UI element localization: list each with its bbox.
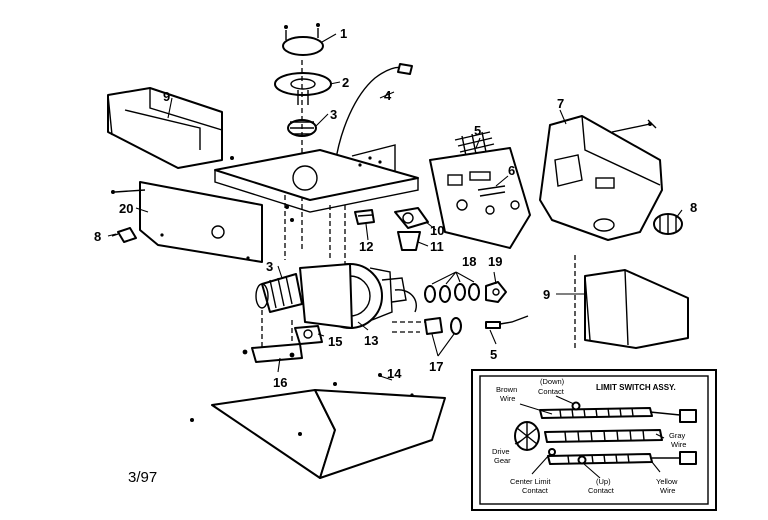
callout-1: 1 xyxy=(340,26,347,41)
label-yellow-wire-2: Wire xyxy=(660,486,675,495)
label-drive-gear-1: Drive xyxy=(492,447,510,456)
part-15-bracket xyxy=(294,325,323,345)
callout-16: 16 xyxy=(273,375,287,390)
callout-20: 20 xyxy=(119,201,133,216)
part-4-cable xyxy=(334,63,413,166)
label-gray-wire-1: Gray xyxy=(669,431,686,440)
part-8-knob-right xyxy=(653,213,683,235)
drive-gear xyxy=(514,421,540,451)
inset-inner-frame xyxy=(479,375,709,505)
part-14-bottom-housing xyxy=(190,373,446,479)
callout-15: 15 xyxy=(328,334,342,349)
part-12-clip xyxy=(354,209,375,225)
callout-14: 14 xyxy=(387,366,402,381)
callout-11: 11 xyxy=(430,239,444,254)
callout-3-top: 3 xyxy=(330,107,337,122)
part-13-motor xyxy=(299,263,417,329)
part-2-bearing-plate xyxy=(274,72,332,105)
label-drive-gear-2: Gear xyxy=(494,456,511,465)
part-11-lens xyxy=(397,231,421,251)
part-8-knob-left xyxy=(111,227,137,243)
callout-17: 17 xyxy=(429,359,443,374)
part-16-limit-switch xyxy=(242,310,303,363)
callout-19: 19 xyxy=(488,254,502,269)
chassis-frame xyxy=(214,144,419,275)
label-gray-wire-2: Wire xyxy=(671,440,686,449)
part-5-terminal-strip xyxy=(454,131,495,157)
callout-numbers: 1 2 3 4 9 20 8 5 6 7 8 9 10 11 12 13 14 … xyxy=(94,26,697,390)
leader-lines xyxy=(107,33,683,381)
label-center-limit-2: Contact xyxy=(522,486,549,495)
callout-13: 13 xyxy=(364,333,378,348)
part-18-washers xyxy=(424,283,480,303)
label-down-contact-1: (Down) xyxy=(540,377,565,386)
callout-6: 6 xyxy=(508,163,515,178)
part-9-lens-cover-right xyxy=(574,255,689,350)
label-up-contact-1: (Up) xyxy=(596,477,611,486)
callout-2: 2 xyxy=(342,75,349,90)
down-contact xyxy=(571,401,581,411)
limit-switch-inset: LIMIT SWITCH ASSY. Br xyxy=(471,369,717,511)
part-3-drive-gear-top xyxy=(287,60,317,250)
screws-left xyxy=(111,156,294,222)
callout-12: 12 xyxy=(359,239,373,254)
callout-5-bottom: 5 xyxy=(490,347,497,362)
part-10-socket xyxy=(394,207,429,229)
part-9-cover-left xyxy=(107,87,223,169)
inset-title: LIMIT SWITCH ASSY. xyxy=(596,383,676,392)
date-code: 3/97 xyxy=(128,469,157,486)
callout-7: 7 xyxy=(557,96,564,111)
part-20-side-plate xyxy=(139,181,263,263)
label-yellow-wire-1: Yellow xyxy=(656,477,678,486)
label-up-contact-2: Contact xyxy=(588,486,615,495)
callout-3-motor: 3 xyxy=(266,259,273,274)
callout-8-left: 8 xyxy=(94,229,101,244)
callout-18: 18 xyxy=(462,254,476,269)
part-17-fasteners xyxy=(392,317,462,335)
part-1-top-cap xyxy=(282,23,324,56)
callout-10: 10 xyxy=(430,223,444,238)
callout-9-right: 9 xyxy=(543,287,550,302)
part-6-circuit-board xyxy=(429,147,531,249)
part-5-wire-lead xyxy=(485,315,529,329)
label-down-contact-2: Contact xyxy=(538,387,565,396)
callout-4: 4 xyxy=(384,88,392,103)
callout-5-top: 5 xyxy=(474,123,481,138)
callout-8-right: 8 xyxy=(690,200,697,215)
part-7-end-panel xyxy=(539,115,663,241)
label-brown-wire-2: Wire xyxy=(500,394,515,403)
label-brown-wire-1: Brown xyxy=(496,385,517,394)
center-limit-contact xyxy=(548,448,556,456)
label-center-limit-1: Center Limit xyxy=(510,477,551,486)
part-3-worm-drive xyxy=(255,273,303,313)
part-19-knob xyxy=(485,281,507,303)
limit-switch-rods xyxy=(539,407,697,465)
up-contact xyxy=(577,455,587,465)
callout-9-left: 9 xyxy=(163,89,170,104)
